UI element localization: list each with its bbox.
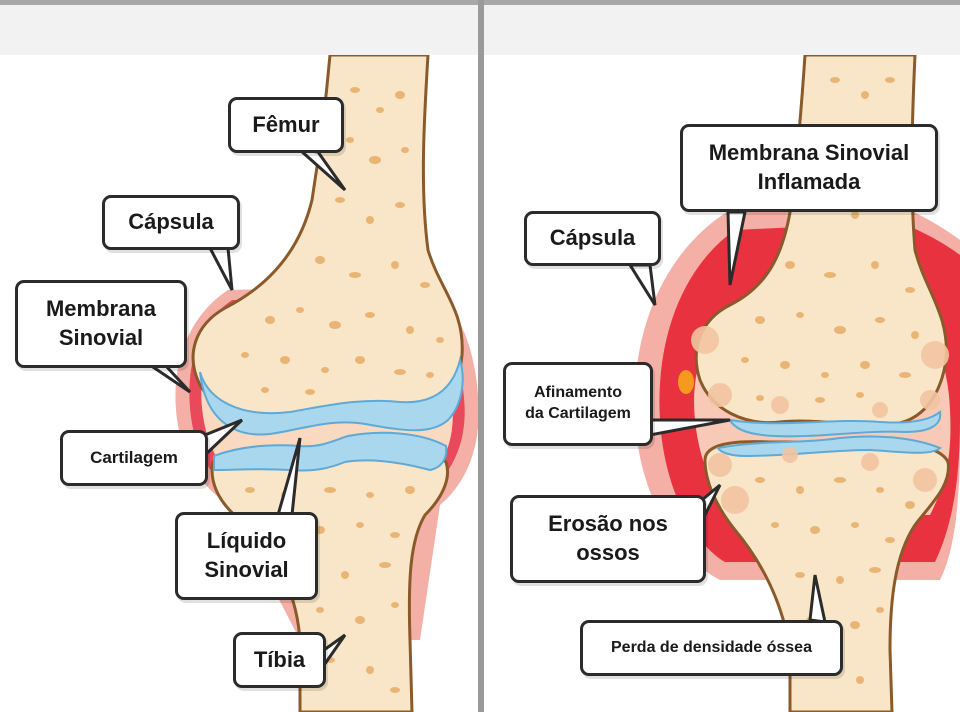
header-band-right bbox=[484, 5, 960, 55]
bone-density-loss-label: Perda de densidade óssea bbox=[611, 638, 812, 656]
bone-density-loss-callout: Perda de densidade óssea bbox=[580, 620, 843, 676]
synovial-fluid-label: Líquido Sinovial bbox=[204, 528, 289, 582]
femur-cartilage bbox=[199, 356, 464, 436]
tibia-label: Tíbia bbox=[253, 646, 306, 672]
erosion-highlight bbox=[678, 370, 694, 394]
arthritic-joint bbox=[627, 55, 960, 712]
femur-callout: Fêmur bbox=[228, 97, 344, 153]
tibia-callout: Tíbia bbox=[233, 632, 326, 688]
bone-erosions bbox=[691, 326, 949, 514]
synovial-membrane-callout: Membrana Sinovial bbox=[15, 280, 187, 368]
bone-erosion-label: Erosão nos ossos bbox=[548, 511, 668, 565]
capsule-callout: Cápsula bbox=[102, 195, 240, 250]
panel-divider bbox=[478, 0, 484, 712]
inflamed-membrane-label: Membrana Sinovial Inflamada bbox=[708, 140, 910, 194]
femur-label: Fêmur bbox=[252, 111, 320, 137]
capsule-label: Cápsula bbox=[128, 209, 214, 235]
cartilage-thinning-callout: Afinamento da Cartilagem bbox=[503, 362, 653, 446]
healthy-joint bbox=[145, 55, 478, 712]
cartilage-callout: Cartilagem bbox=[60, 430, 208, 486]
capsule-callout-right: Cápsula bbox=[524, 211, 661, 266]
capsule-label-right: Cápsula bbox=[549, 225, 636, 251]
synovial-fluid-callout: Líquido Sinovial bbox=[175, 512, 318, 600]
header-band-left bbox=[0, 5, 478, 55]
bone-erosion-callout: Erosão nos ossos bbox=[510, 495, 706, 583]
thinned-cartilage bbox=[728, 410, 942, 438]
cartilage-label: Cartilagem bbox=[90, 447, 178, 467]
synovial-membrane-label: Membrana Sinovial bbox=[45, 296, 157, 350]
inflamed-membrane-callout: Membrana Sinovial Inflamada bbox=[680, 124, 938, 212]
cartilage-thinning-label: Afinamento da Cartilagem bbox=[525, 384, 631, 422]
